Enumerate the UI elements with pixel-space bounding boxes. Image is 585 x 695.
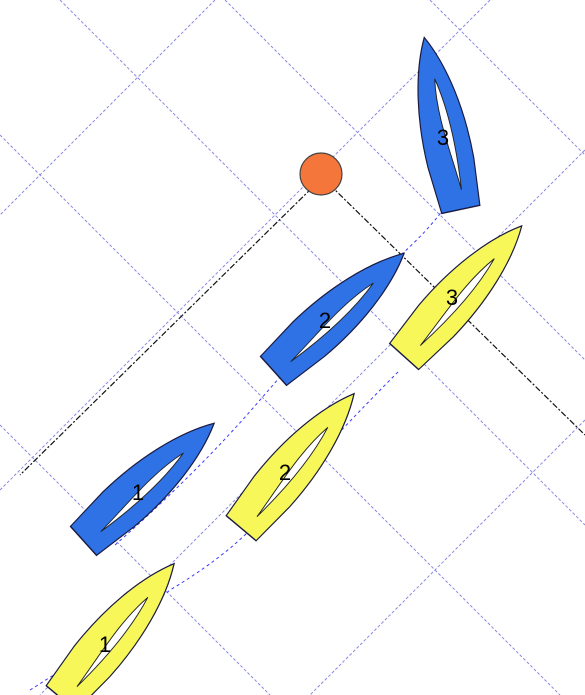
grid-line bbox=[429, 0, 585, 156]
boat-hull bbox=[225, 392, 355, 542]
boat-blue-2: 2 bbox=[259, 252, 406, 387]
boat-yellow-1: 1 bbox=[45, 562, 175, 695]
boat-label: 2 bbox=[279, 460, 291, 485]
boat-sail bbox=[256, 426, 329, 518]
grid-line bbox=[0, 0, 216, 216]
starboard-layline bbox=[329, 184, 585, 436]
grid-line bbox=[0, 134, 561, 695]
boat-label: 3 bbox=[446, 285, 458, 310]
boat-yellow-2: 2 bbox=[225, 392, 355, 542]
boat-sail bbox=[434, 78, 462, 190]
windward-mark bbox=[299, 152, 343, 196]
grid-line bbox=[0, 0, 491, 491]
grid-line bbox=[224, 0, 585, 361]
boat-label: 1 bbox=[99, 632, 111, 657]
boats: 3 2 1 3 2 1 bbox=[45, 36, 523, 695]
boat-blue-1: 1 bbox=[69, 422, 216, 557]
boat-sail bbox=[100, 452, 184, 533]
grid-line bbox=[59, 0, 585, 526]
boat-hull bbox=[388, 224, 523, 371]
boat-label: 1 bbox=[132, 480, 144, 505]
laylines bbox=[19, 179, 585, 476]
boat-blue-3: 3 bbox=[417, 36, 481, 215]
boat-label: 2 bbox=[319, 308, 331, 333]
boat-hull bbox=[45, 562, 175, 695]
boat-yellow-3: 3 bbox=[388, 224, 523, 371]
grid-line bbox=[0, 424, 271, 695]
boat-sail bbox=[76, 596, 149, 688]
boat-label: 3 bbox=[437, 125, 449, 150]
boat-sail bbox=[290, 282, 374, 363]
boat-sail bbox=[419, 258, 495, 346]
port-layline bbox=[19, 179, 321, 476]
grid-line bbox=[309, 419, 585, 695]
